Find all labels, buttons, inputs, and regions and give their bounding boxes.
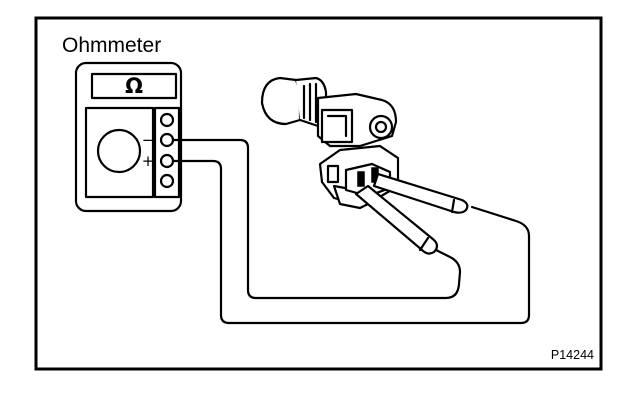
terminal-negative <box>159 132 175 148</box>
diagram-title: Ohmmeter <box>62 34 161 57</box>
positive-sign: + <box>142 152 155 170</box>
ohmmeter-device: Ω − + <box>74 61 183 213</box>
mounting-hole-inner <box>374 120 388 134</box>
figure-border <box>34 16 603 371</box>
crankshaft-sensor <box>260 76 400 210</box>
ohm-symbol: Ω <box>125 74 143 98</box>
terminal-1 <box>159 112 175 128</box>
connector-pin-1 <box>357 171 365 187</box>
tab-detail <box>326 114 348 138</box>
positive-lead-wire <box>171 159 531 325</box>
meter-dial <box>96 128 142 174</box>
test-probes <box>354 172 469 255</box>
test-leads <box>171 138 531 325</box>
terminal-4 <box>159 173 175 189</box>
negative-lead-wire <box>171 138 462 300</box>
negative-sign: − <box>142 131 155 149</box>
connector-latch <box>326 164 340 184</box>
positive-probe <box>372 172 469 214</box>
sensor-body <box>260 76 302 126</box>
sensor-tab <box>320 108 354 144</box>
negative-probe <box>354 184 439 255</box>
negative-probe-tip <box>418 236 430 252</box>
positive-probe-tip <box>450 198 456 214</box>
meter-display <box>90 72 178 100</box>
sensor-hatch <box>302 82 318 124</box>
terminal-positive <box>159 153 175 169</box>
figure-code: P14244 <box>551 348 594 362</box>
